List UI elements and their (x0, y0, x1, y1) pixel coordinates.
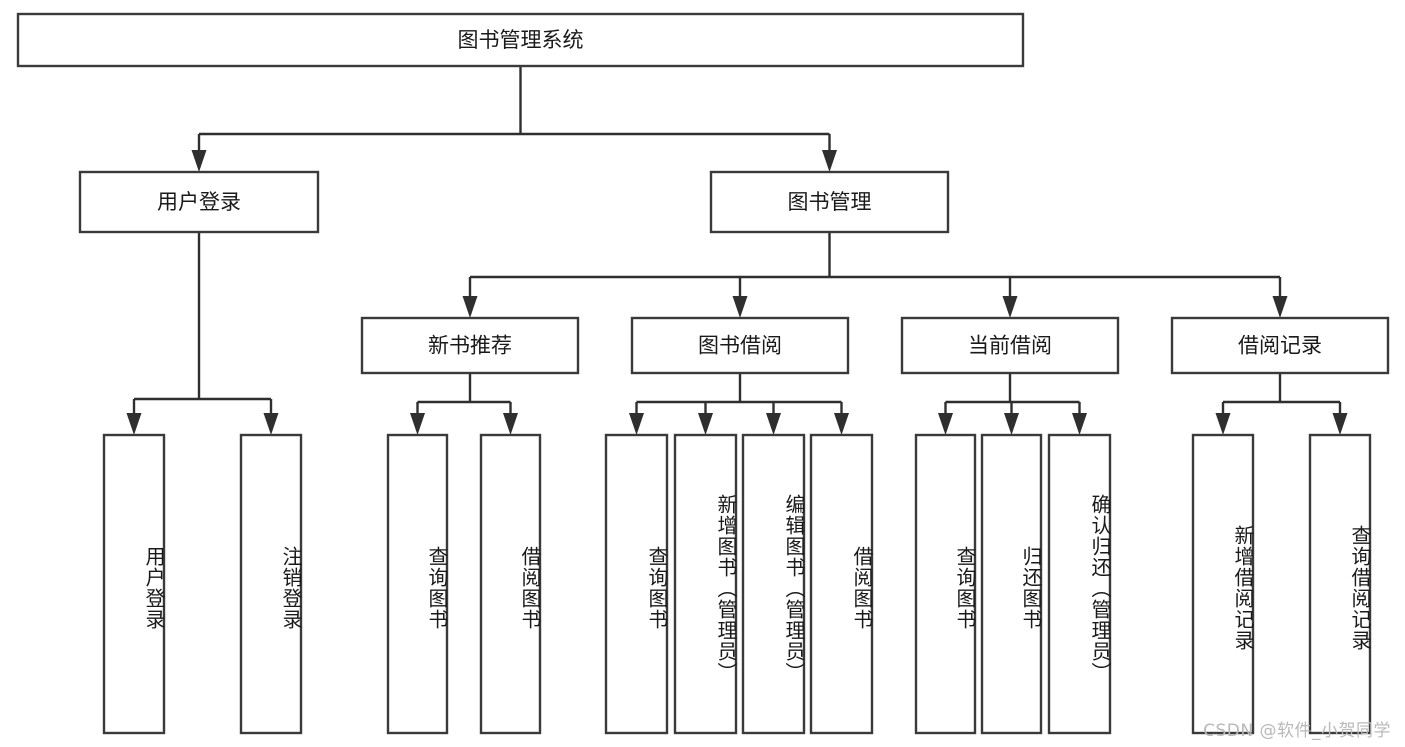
node-label-book-manage: 图书管理 (788, 190, 872, 214)
node-label-borrow-record: 借阅记录 (1238, 334, 1322, 358)
node-box-new-book-rec[interactable] (360, 316, 580, 375)
node-box-leaf-add-book[interactable] (673, 433, 738, 735)
node-label-user-login: 用户登录 (157, 190, 241, 214)
arrow-head-icon (938, 413, 953, 435)
arrow-head-icon (732, 296, 748, 318)
node-label-new-book-rec: 新书推荐 (428, 334, 512, 358)
node-label-current-borrow: 当前借阅 (968, 334, 1052, 358)
node-box-book-manage[interactable] (709, 170, 950, 234)
node-box-leaf-logout[interactable] (239, 433, 303, 735)
arrow-head-icon (126, 413, 142, 435)
node-box-leaf-query-book-3[interactable] (914, 433, 977, 735)
node-box-root[interactable] (16, 12, 1025, 68)
node-box-leaf-user-login[interactable] (102, 433, 166, 735)
node-box-current-borrow[interactable] (900, 316, 1120, 375)
node-layer (16, 12, 1390, 735)
node-box-user-login[interactable] (78, 170, 320, 234)
node-label-root: 图书管理系统 (458, 28, 584, 52)
node-box-leaf-query-record[interactable] (1308, 433, 1372, 735)
csdn-watermark: CSDN @软件_小贺同学 (1203, 721, 1391, 741)
node-box-leaf-query-book-2[interactable] (604, 433, 669, 735)
arrow-head-icon (629, 413, 644, 435)
arrow-head-icon (191, 150, 207, 172)
arrow-head-icon (1004, 413, 1019, 435)
node-box-leaf-edit-book[interactable] (741, 433, 806, 735)
arrow-head-icon (1272, 296, 1288, 318)
node-box-borrow-record[interactable] (1170, 316, 1390, 375)
arrow-head-icon (834, 413, 849, 435)
node-box-leaf-borrow-book-1[interactable] (479, 433, 542, 735)
node-box-leaf-add-record[interactable] (1191, 433, 1255, 735)
arrow-head-icon (698, 413, 713, 435)
node-box-leaf-confirm-return[interactable] (1047, 433, 1112, 735)
connector-group (410, 373, 518, 435)
node-box-leaf-return-book[interactable] (980, 433, 1043, 735)
connector-group (629, 373, 849, 435)
arrow-head-icon (503, 413, 518, 435)
arrow-head-icon (1215, 413, 1231, 435)
connector-group (938, 373, 1087, 435)
connector-group (126, 232, 279, 435)
arrow-head-icon (1072, 413, 1087, 435)
arrow-head-icon (1332, 413, 1348, 435)
arrow-head-icon (410, 413, 425, 435)
node-box-book-borrow[interactable] (630, 316, 850, 375)
node-label-book-borrow: 图书借阅 (698, 334, 782, 358)
arrow-head-icon (263, 413, 279, 435)
arrow-head-icon (766, 413, 781, 435)
node-box-leaf-query-book-1[interactable] (386, 433, 449, 735)
arrow-head-icon (462, 296, 478, 318)
connector-group (1215, 373, 1348, 435)
connector-layer (126, 66, 1348, 435)
connector-group (191, 66, 837, 172)
arrow-head-icon (822, 150, 837, 172)
connector-group (462, 232, 1288, 318)
node-box-leaf-borrow-book-2[interactable] (809, 433, 874, 735)
arrow-head-icon (1002, 296, 1018, 318)
